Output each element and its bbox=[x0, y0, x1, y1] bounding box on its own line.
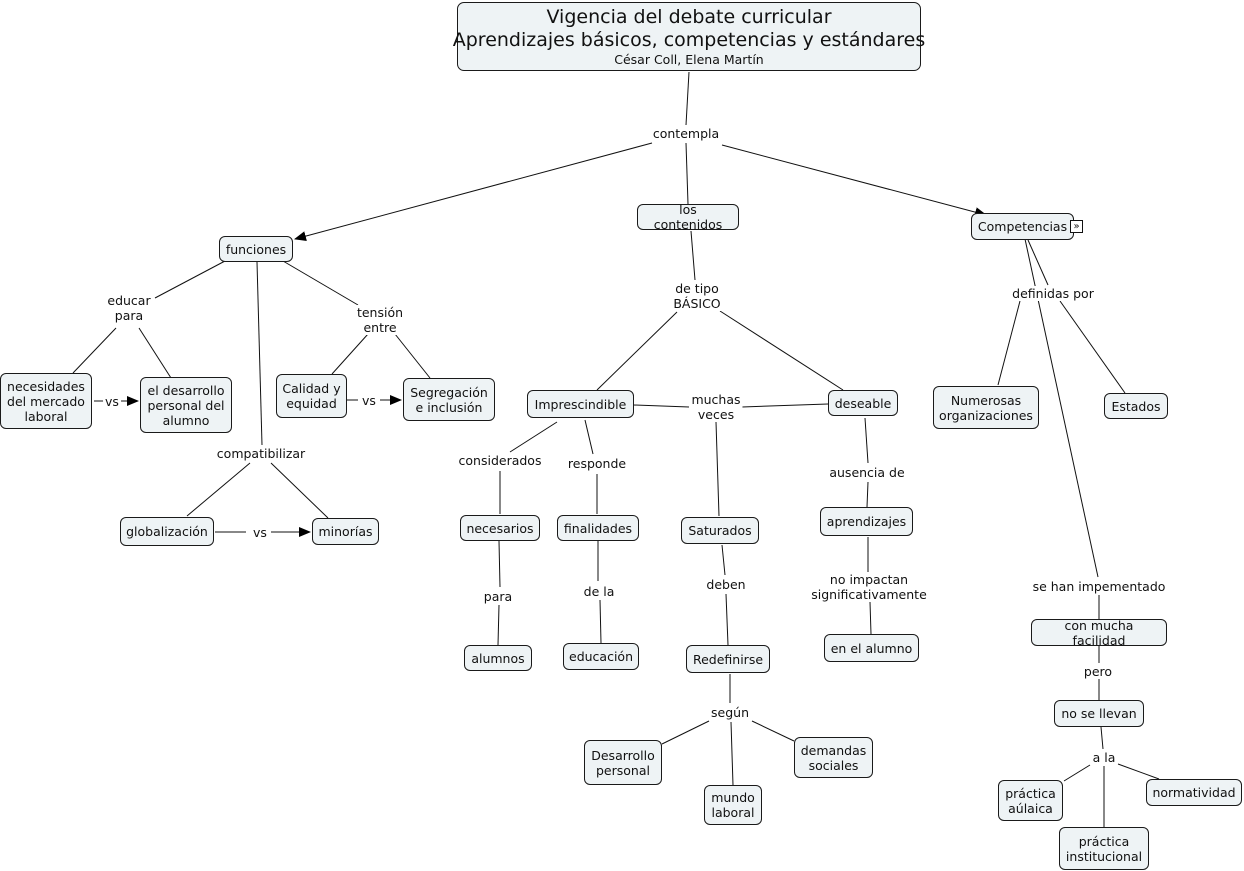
node-redefinirse[interactable]: Redefinirse bbox=[686, 645, 770, 673]
node-saturados[interactable]: Saturados bbox=[681, 517, 759, 544]
node-desarrollo-personal-alumno[interactable]: el desarrollo personal del alumno bbox=[140, 377, 232, 433]
node-estados[interactable]: Estados bbox=[1104, 393, 1168, 419]
link-definidas-por: definidas por bbox=[1010, 286, 1096, 301]
link-contempla: contempla bbox=[650, 126, 722, 141]
link-vs-mercado: vs bbox=[103, 394, 121, 409]
link-para: para bbox=[481, 589, 515, 604]
link-se-han-implementado: se han impementado bbox=[1030, 579, 1168, 594]
link-de-tipo-basico: de tipo BÁSICO bbox=[671, 281, 723, 311]
node-numerosas-organizaciones[interactable]: Numerosas organizaciones bbox=[933, 386, 1039, 429]
title-line-2: Aprendizajes básicos, competencias y est… bbox=[452, 29, 926, 51]
link-no-impactan: no impactan significativamente bbox=[809, 572, 929, 602]
node-finalidades[interactable]: finalidades bbox=[557, 515, 639, 541]
node-funciones[interactable]: funciones bbox=[219, 236, 293, 262]
link-segun: según bbox=[709, 705, 751, 720]
line-contempla-contenidos bbox=[685, 142, 689, 205]
double-chevron-right-icon[interactable]: » bbox=[1070, 220, 1083, 233]
link-educar-para: educar para bbox=[105, 293, 153, 323]
link-vs-globalizacion: vs bbox=[251, 525, 269, 540]
node-deseable[interactable]: deseable bbox=[828, 390, 898, 416]
link-a-la: a la bbox=[1090, 750, 1118, 765]
node-desarrollo-personal[interactable]: Desarrollo personal bbox=[584, 740, 662, 785]
node-educacion[interactable]: educación bbox=[563, 643, 639, 670]
node-calidad-equidad[interactable]: Calidad y equidad bbox=[276, 374, 347, 418]
title-line-1: Vigencia del debate curricular bbox=[546, 6, 832, 28]
link-pero: pero bbox=[1081, 664, 1115, 679]
link-de-la: de la bbox=[581, 584, 617, 599]
node-necesarios[interactable]: necesarios bbox=[460, 515, 540, 541]
node-aprendizajes[interactable]: aprendizajes bbox=[820, 507, 913, 536]
link-compatibilizar: compatibilizar bbox=[214, 446, 308, 461]
link-deben: deben bbox=[704, 577, 748, 592]
node-practica-aulaica[interactable]: práctica aúlaica bbox=[998, 780, 1063, 821]
node-alumnos[interactable]: alumnos bbox=[464, 645, 532, 671]
link-tension-entre: tensión entre bbox=[354, 305, 406, 335]
link-vs-calidad: vs bbox=[360, 393, 378, 408]
title-authors: César Coll, Elena Martín bbox=[614, 52, 764, 67]
node-necesidades-mercado[interactable]: necesidades del mercado laboral bbox=[0, 373, 92, 429]
node-normatividad[interactable]: normatividad bbox=[1146, 779, 1242, 806]
node-minorias[interactable]: minorías bbox=[312, 518, 379, 545]
node-segregacion-inclusion[interactable]: Segregación e inclusión bbox=[403, 378, 495, 421]
node-no-se-llevan[interactable]: no se llevan bbox=[1054, 700, 1144, 727]
node-practica-institucional[interactable]: práctica institucional bbox=[1059, 827, 1149, 870]
node-globalizacion[interactable]: globalización bbox=[120, 517, 214, 546]
node-competencias[interactable]: Competencias bbox=[971, 213, 1074, 240]
node-los-contenidos[interactable]: los contenidos bbox=[637, 202, 739, 232]
link-ausencia-de: ausencia de bbox=[827, 465, 907, 480]
link-responde: responde bbox=[565, 456, 629, 471]
main-title-box[interactable]: Vigencia del debate curricular Aprendiza… bbox=[453, 2, 925, 71]
link-considerados: considerados bbox=[456, 453, 544, 468]
node-mundo-laboral[interactable]: mundo laboral bbox=[704, 785, 762, 825]
arrow-contempla-funciones bbox=[294, 142, 653, 241]
arrow-contempla-competencias bbox=[721, 144, 987, 218]
node-demandas-sociales[interactable]: demandas sociales bbox=[794, 737, 873, 778]
node-en-el-alumno[interactable]: en el alumno bbox=[824, 634, 919, 662]
node-con-mucha-facilidad[interactable]: con mucha facilidad bbox=[1031, 618, 1167, 648]
node-imprescindible[interactable]: Imprescindible bbox=[527, 390, 634, 418]
link-muchas-veces: muchas veces bbox=[689, 392, 743, 422]
line-title-contempla bbox=[685, 71, 690, 126]
